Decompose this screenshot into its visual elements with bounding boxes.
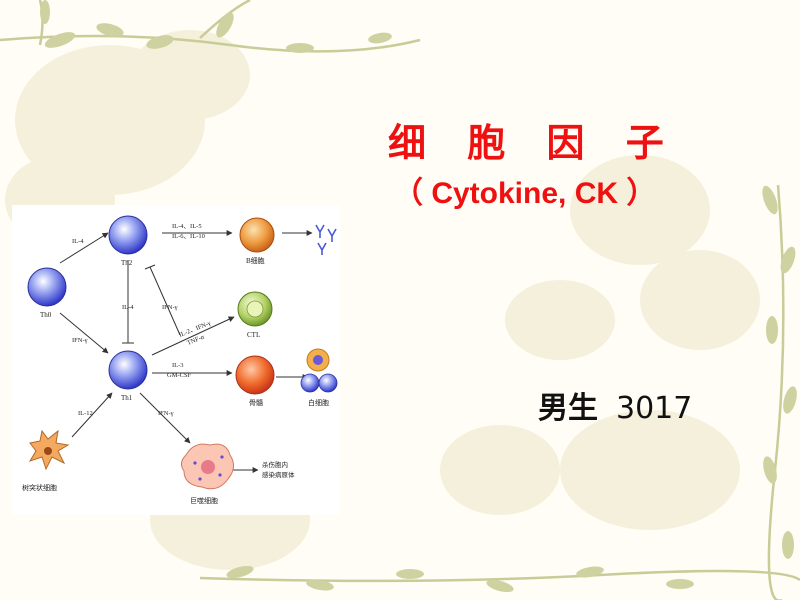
cell-ctl	[237, 291, 273, 327]
label-marrow: 骨髓	[249, 398, 263, 407]
bottom-vine-leaves	[226, 565, 694, 593]
cell-wbc	[300, 348, 338, 393]
label-th1-th2: IL-4	[122, 304, 134, 311]
label-ctl: CTL	[247, 331, 260, 339]
cell-dendritic	[28, 429, 70, 471]
label-th1: Th1	[121, 394, 133, 402]
cell-marrow	[235, 355, 275, 395]
cell-th2	[108, 215, 148, 255]
label-th0-th2: IL-4	[72, 238, 84, 245]
cell-labels: Th0 Th2 Th1 B细胞 CTL 骨髓 白细胞 树突状细胞 巨噬细胞	[22, 256, 329, 505]
label-th0: Th0	[40, 311, 52, 319]
cell-macrophage	[180, 443, 234, 490]
author-line: 男生 3017	[538, 383, 692, 427]
label-th2: Th2	[121, 259, 133, 267]
cell-th0	[27, 267, 67, 307]
label-th2-th1: IFN-γ	[162, 304, 178, 311]
label-th1-marrow-2: GM-CSF	[167, 372, 192, 379]
label-th1-mac: IFN-γ	[158, 410, 174, 417]
cell-b	[239, 217, 275, 253]
label-b-cell: B细胞	[246, 256, 265, 265]
label-kill-1: 杀伤胞内	[262, 460, 288, 469]
label-th2-b-2: IL-6、IL-10	[172, 233, 205, 240]
label-th1-marrow-1: IL-3	[172, 362, 184, 369]
diagram-arrows	[59, 230, 313, 473]
label-kill-2: 感染病原体	[262, 470, 295, 479]
cytokine-network-diagram: Th0 Th2 Th1 B细胞 CTL 骨髓 白细胞 树突状细胞 巨噬细胞 IL…	[12, 205, 340, 515]
bottom-vine	[199, 569, 800, 583]
label-wbc: 白细胞	[308, 398, 329, 407]
antibodies-icon	[315, 224, 337, 255]
diagram-panel	[12, 205, 340, 515]
label-th0-th1: IFN-γ	[72, 337, 88, 344]
slide-subtitle: （ Cytokine, CK ）	[393, 177, 657, 210]
author-number: 3017	[616, 391, 693, 426]
label-dendritic: 树突状细胞	[22, 483, 57, 492]
label-dc-th1: IL-12	[78, 410, 93, 417]
author-name: 男生	[538, 391, 598, 426]
right-vine	[767, 184, 785, 600]
slide-title: 细 胞 因 子	[388, 121, 678, 165]
cell-th1	[108, 350, 148, 390]
label-th2-b-1: IL-4、IL-5	[172, 223, 202, 230]
right-vine-leaves	[762, 185, 797, 559]
top-vine-leaves	[40, 0, 392, 53]
label-macrophage: 巨噬细胞	[190, 496, 218, 505]
